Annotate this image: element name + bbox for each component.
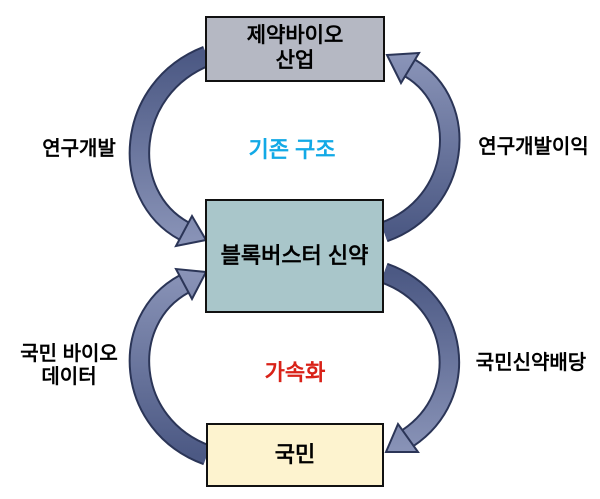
node-pharma-bio-industry: 제약바이오 산업 — [205, 16, 385, 82]
label-citizen-bio-data: 국민 바이오 데이터 — [20, 343, 118, 388]
arrow-drug-to-industry — [379, 51, 461, 243]
label-existing-structure: 기존 구조 — [248, 137, 336, 162]
label-acceleration: 가속화 — [264, 360, 326, 385]
arrow-industry-to-drug — [128, 45, 212, 248]
node-blockbuster-drug: 블록버스터 신약 — [205, 199, 384, 313]
arrow-citizens-to-drug — [128, 267, 212, 466]
arrow-drug-to-citizens — [379, 262, 461, 453]
label-citizen-drug-dividend: 국민신약배당 — [475, 352, 587, 374]
node-citizens: 국민 — [206, 423, 384, 487]
label-rd-profit: 연구개발이익 — [478, 136, 589, 158]
label-research-development: 연구개발 — [42, 138, 116, 160]
